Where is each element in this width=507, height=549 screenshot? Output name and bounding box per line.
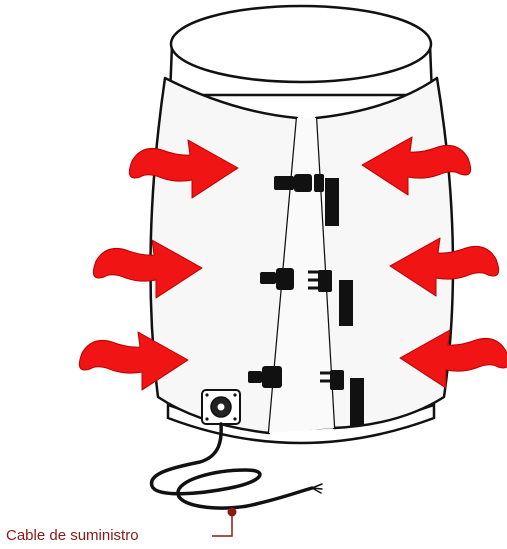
controller-screw-bottom-left bbox=[205, 417, 209, 421]
controller-screw-bottom-right bbox=[233, 417, 237, 421]
buckle-clip-right bbox=[318, 270, 332, 292]
heat-arrow-left-middle bbox=[92, 239, 203, 299]
callout-leader bbox=[212, 507, 237, 537]
controller-screw-top-right bbox=[233, 393, 237, 397]
buckle-strap-left bbox=[260, 272, 276, 284]
heat-arrow-left-bottom bbox=[78, 331, 189, 391]
leader-line bbox=[212, 514, 233, 537]
buckle-bottom bbox=[248, 366, 364, 426]
buckle-middle bbox=[260, 268, 353, 326]
buckle-strap-right bbox=[325, 178, 339, 226]
thermostat-controller bbox=[201, 389, 241, 425]
drum bbox=[166, 4, 436, 445]
controller-screw-top-left bbox=[205, 393, 209, 397]
heat-arrow-left-top bbox=[128, 139, 239, 199]
buckle-clip-left bbox=[262, 366, 282, 388]
buckle-strap-right bbox=[339, 280, 353, 326]
power-cable bbox=[149, 422, 314, 510]
buckle-strap-left bbox=[248, 371, 262, 383]
heat-arrow-right-bottom bbox=[399, 329, 507, 389]
controller-dial-center bbox=[217, 403, 225, 411]
buckle-strap-right bbox=[350, 378, 364, 426]
buckle-strap-left bbox=[274, 176, 294, 190]
power-cable-wire-ends bbox=[311, 483, 323, 494]
power-cable-label: Cable de suministro bbox=[6, 527, 139, 544]
heat-arrow-right-top bbox=[361, 136, 472, 196]
drum-top-opening bbox=[169, 4, 433, 84]
buckle-clip-right bbox=[330, 370, 344, 390]
leader-dot bbox=[227, 507, 237, 517]
buckle-top bbox=[274, 174, 339, 226]
blanket-gap bbox=[269, 118, 334, 433]
buckle-clip-left bbox=[276, 268, 294, 290]
heat-arrow-right-middle bbox=[389, 237, 500, 297]
heating-blanket bbox=[149, 76, 455, 435]
buckle-clip-right bbox=[314, 174, 324, 192]
buckle-clip-left bbox=[294, 174, 312, 192]
